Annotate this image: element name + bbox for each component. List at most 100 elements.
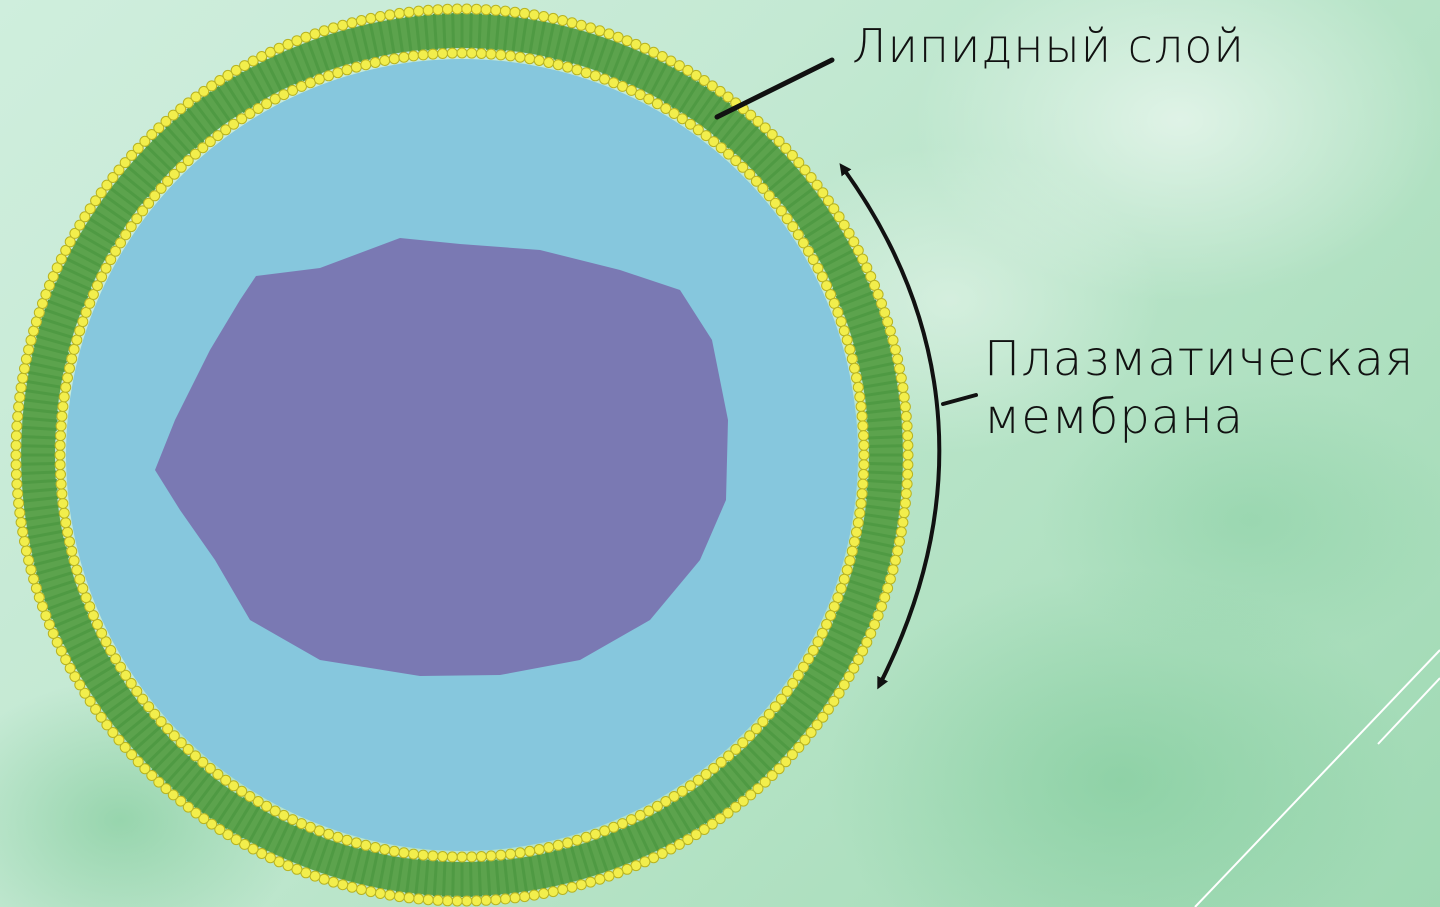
lipid-head	[839, 326, 849, 336]
lipid-head	[314, 826, 324, 836]
lipid-head	[890, 345, 900, 355]
lipid-head	[399, 52, 409, 62]
lipid-head	[853, 382, 863, 392]
lipid-head	[515, 52, 525, 62]
lipid-head	[75, 574, 85, 584]
lipid-head	[491, 895, 501, 905]
lipid-head	[12, 421, 22, 431]
lipid-head	[428, 49, 438, 59]
lipid-head	[472, 4, 482, 14]
lipid-tail	[453, 13, 454, 49]
lipid-head	[375, 889, 385, 899]
lipid-head	[41, 289, 51, 299]
lipid-head	[901, 411, 911, 421]
lipid-head	[11, 440, 21, 450]
lipid-head	[472, 896, 482, 906]
lipid-head	[305, 78, 315, 88]
lipid-head	[21, 546, 31, 556]
lipid-head	[31, 317, 41, 327]
corner-decoration-line-2	[1378, 678, 1440, 744]
lipid-head	[72, 335, 82, 345]
lipid-head	[24, 345, 34, 355]
lipid-head	[356, 16, 366, 26]
lipid-head	[600, 74, 610, 84]
lipid-head	[853, 518, 863, 528]
lipid-head	[500, 894, 510, 904]
lipid-head	[409, 849, 419, 859]
lipid-head	[15, 508, 25, 518]
lipid-head	[859, 450, 869, 460]
lipid-head	[67, 546, 77, 556]
lipid-head	[481, 895, 491, 905]
lipid-head	[38, 299, 48, 309]
lipid-head	[61, 518, 71, 528]
lipid-tail	[471, 861, 472, 897]
lipid-head	[457, 852, 467, 862]
lipid-head	[534, 845, 544, 855]
lipid-head	[496, 50, 506, 60]
lipid-head	[447, 852, 457, 862]
lipid-head	[525, 54, 535, 64]
lipid-tail	[20, 472, 56, 474]
plasma-membrane-label-line-1: Плазматическая	[984, 330, 1414, 388]
lipid-head	[63, 527, 73, 537]
lipid-head	[903, 450, 913, 460]
lipid-head	[510, 893, 520, 903]
lipid-head	[595, 874, 605, 884]
lipid-head	[414, 894, 424, 904]
lipid-head	[873, 289, 883, 299]
lipid-head	[899, 508, 909, 518]
lipid-head	[81, 593, 91, 603]
lipid-head	[428, 851, 438, 861]
lipid-head	[394, 8, 404, 18]
lipid-head	[34, 308, 44, 318]
lipid-tail	[868, 464, 904, 465]
lipid-head	[553, 840, 563, 850]
lipid-head	[586, 877, 596, 887]
plasma-membrane-label: Плазматическая мембрана	[984, 330, 1414, 446]
lipid-head	[586, 23, 596, 33]
lipid-head	[845, 556, 855, 566]
lipid-head	[65, 363, 75, 373]
lipid-head	[462, 896, 472, 906]
lipid-head	[836, 317, 846, 327]
lipid-head	[858, 421, 868, 431]
lipid-head	[78, 583, 88, 593]
lipid-head	[476, 49, 486, 59]
lipid-head	[833, 593, 843, 603]
lipid-head	[385, 10, 395, 20]
lipid-head	[324, 71, 334, 81]
plasma-membrane-pointer	[943, 395, 976, 404]
lipid-head	[486, 49, 496, 59]
lipid-head	[544, 843, 554, 853]
lipid-head	[859, 469, 869, 479]
lipid-head	[65, 537, 75, 547]
lipid-head	[842, 335, 852, 345]
lipid-head	[855, 508, 865, 518]
lipid-head	[11, 450, 21, 460]
lipid-head	[31, 583, 41, 593]
lipid-head	[525, 846, 535, 856]
lipid-head	[852, 373, 862, 383]
lipid-head	[899, 392, 909, 402]
lipid-head	[55, 450, 65, 460]
lipid-head	[534, 56, 544, 66]
lipid-head	[563, 838, 573, 848]
lipid-head	[558, 885, 568, 895]
lipid-head	[69, 556, 79, 566]
lipid-head	[885, 326, 895, 336]
lipid-head	[476, 852, 486, 862]
lipid-head	[45, 620, 55, 630]
lipid-head	[870, 280, 880, 290]
lipid-head	[380, 56, 390, 66]
lipid-head	[447, 48, 457, 58]
lipid-head	[56, 479, 66, 489]
lipid-head	[558, 16, 568, 26]
lipid-head	[75, 326, 85, 336]
lipid-head	[12, 479, 22, 489]
lipid-head	[34, 592, 44, 602]
lipid-head	[859, 440, 869, 450]
lipid-head	[898, 517, 908, 527]
lipid-head	[896, 373, 906, 383]
